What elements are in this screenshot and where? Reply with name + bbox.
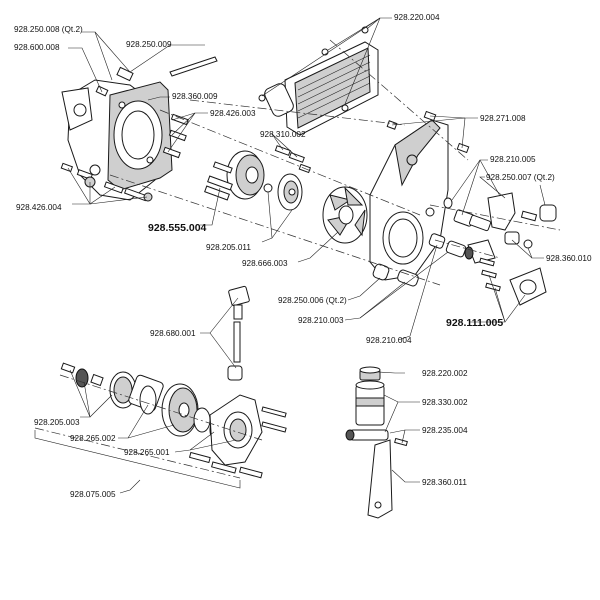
label-928-680-001: 928.680.001 xyxy=(150,329,196,338)
label-928-426-004: 928.426.004 xyxy=(16,203,62,212)
left-engine-housing xyxy=(61,79,173,201)
pins-group xyxy=(263,145,312,193)
label-928-210-004: 928.210.004 xyxy=(366,336,412,345)
label-928-111-005: 928.111.005 xyxy=(446,317,503,329)
engine-bracket xyxy=(487,192,557,249)
pulley-assembly xyxy=(60,362,223,441)
fan-impeller xyxy=(322,186,368,244)
stator-plate xyxy=(277,173,303,211)
label-928-250-007: 928.250.007 (Qt.2) xyxy=(486,173,555,182)
label-928-220-002: 928.220.002 xyxy=(422,369,468,378)
label-928-220-004: 928.220.004 xyxy=(394,13,440,22)
label-928-075-005: 928.075.005 xyxy=(70,490,116,499)
label-928-360-009: 928.360.009 xyxy=(172,92,218,101)
axis-lines-lower xyxy=(34,374,263,479)
label-928-235-004: 928.235.004 xyxy=(422,426,468,435)
label-928-426-003: 928.426.003 xyxy=(210,109,256,118)
label-928-210-003: 928.210.003 xyxy=(298,316,344,325)
label-928-210-005: 928.210.005 xyxy=(490,155,536,164)
label-928-205-011: 928.205.011 xyxy=(206,243,251,252)
label-928-360-011: 928.360.011 xyxy=(422,478,467,487)
label-928-666-003: 928.666.003 xyxy=(242,259,288,268)
mounting-plate xyxy=(479,257,547,306)
leader-lines xyxy=(67,17,546,494)
label-928-250-009: 928.250.009 xyxy=(126,40,172,49)
label-928-271-008: 928.271.008 xyxy=(480,114,526,123)
water-pump xyxy=(188,285,287,479)
flywheel-rotor xyxy=(204,150,265,201)
right-fan-shroud xyxy=(369,119,449,281)
label-928-600-008: 928.600.008 xyxy=(14,43,60,52)
bolts-left-group xyxy=(60,66,189,202)
label-928-205-003: 928.205.003 xyxy=(34,418,80,427)
radiator xyxy=(258,26,379,136)
label-928-555-004: 928.555.004 xyxy=(148,222,207,234)
expansion-tank xyxy=(345,366,408,519)
label-928-265-001: 928.265.001 xyxy=(124,448,170,457)
label-928-310-002: 928.310.002 xyxy=(260,130,306,139)
gasket-strip xyxy=(169,56,218,77)
label-928-330-002: 928.330.002 xyxy=(422,398,468,407)
axis-lines-upper xyxy=(109,39,561,286)
bracket-line-928-075-005 xyxy=(34,430,241,489)
label-928-360-010: 928.360.010 xyxy=(546,254,592,263)
label-928-250-006: 928.250.006 (Qt.2) xyxy=(278,296,347,305)
label-928-250-008: 928.250.008 (Qt.2) xyxy=(14,25,83,34)
label-928-265-002: 928.265.002 xyxy=(70,434,116,443)
part-labels: 928.250.008 (Qt.2) 928.600.008 928.250.0… xyxy=(14,13,592,499)
